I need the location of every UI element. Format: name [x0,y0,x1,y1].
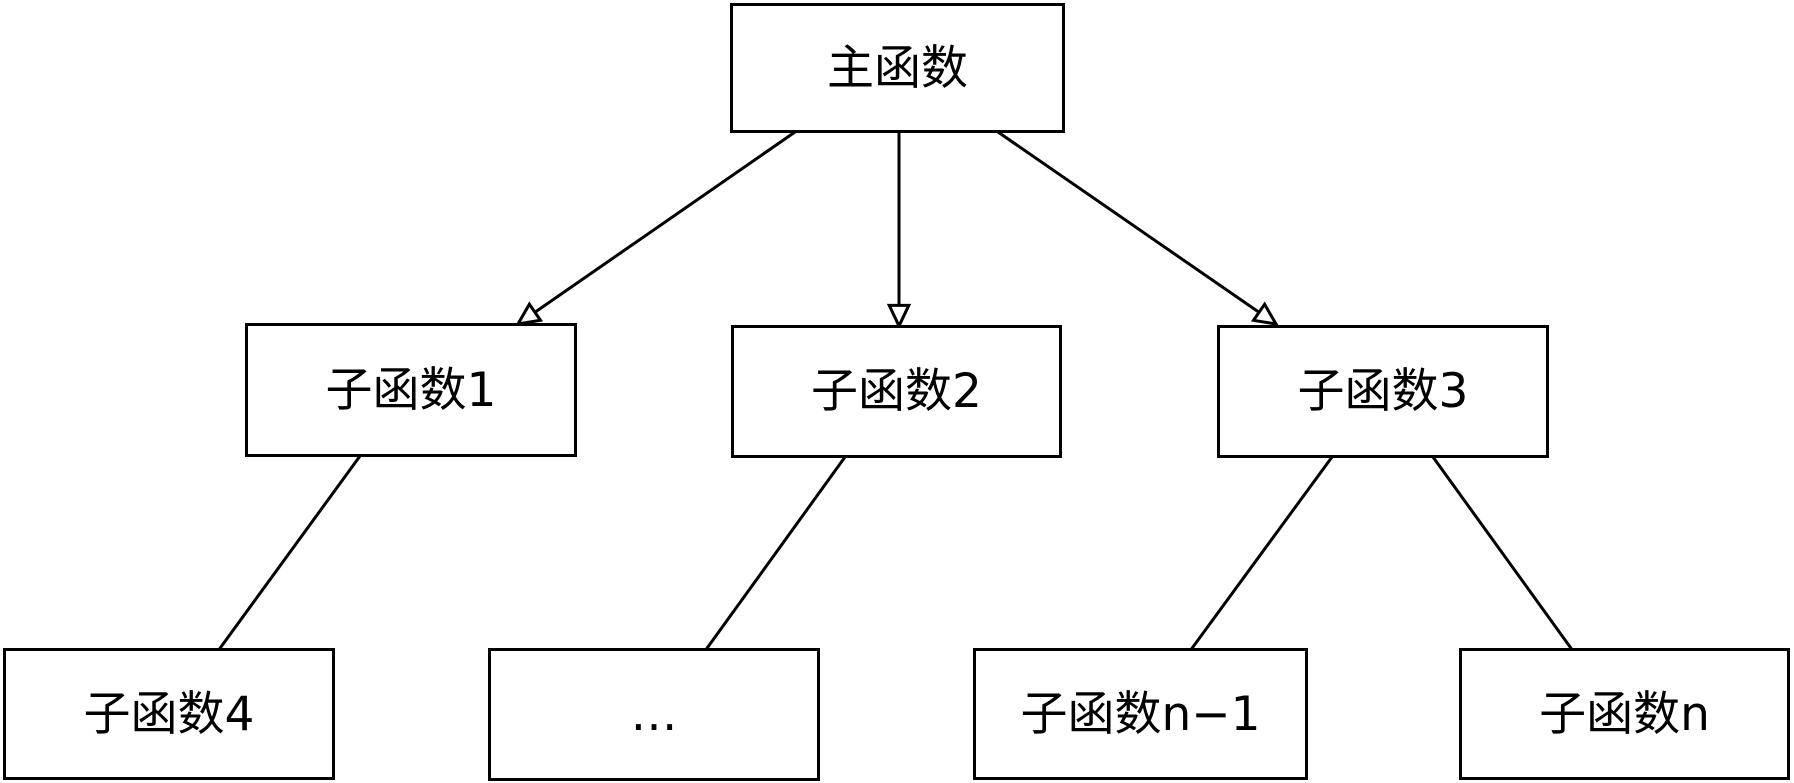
sub-function-3-label: 子函数3 [1297,364,1469,419]
sub-function-1-node: 子函数1 [245,323,577,457]
sub-function-n-minus-1-label: 子函数n−1 [1020,686,1261,742]
sub-function-2-label: 子函数2 [811,364,982,419]
edge-sub3-to-subn1 [1188,456,1334,652]
sub-function-n-label: 子函数n [1539,686,1710,742]
sub-function-n-node: 子函数n [1459,648,1790,780]
sub-function-4-label: 子函数4 [83,686,255,742]
main-function-label: 主函数 [827,40,968,96]
ellipsis-node: … [488,648,820,781]
sub-function-4-node: 子函数4 [3,648,335,780]
edge-sub3-to-subn [1431,456,1575,652]
sub-function-n-minus-1-node: 子函数n−1 [973,648,1308,780]
ellipsis-label: … [630,687,678,742]
main-function-node: 主函数 [730,3,1065,133]
sub-function-1-label: 子函数1 [325,362,497,418]
edge-sub2-to-dots [703,456,847,652]
edge-sub1-to-sub4 [216,455,362,652]
sub-function-2-node: 子函数2 [731,325,1062,458]
sub-function-3-node: 子函数3 [1217,325,1549,458]
edge-main-to-sub1 [518,130,796,324]
edge-main-to-sub3 [997,130,1276,324]
